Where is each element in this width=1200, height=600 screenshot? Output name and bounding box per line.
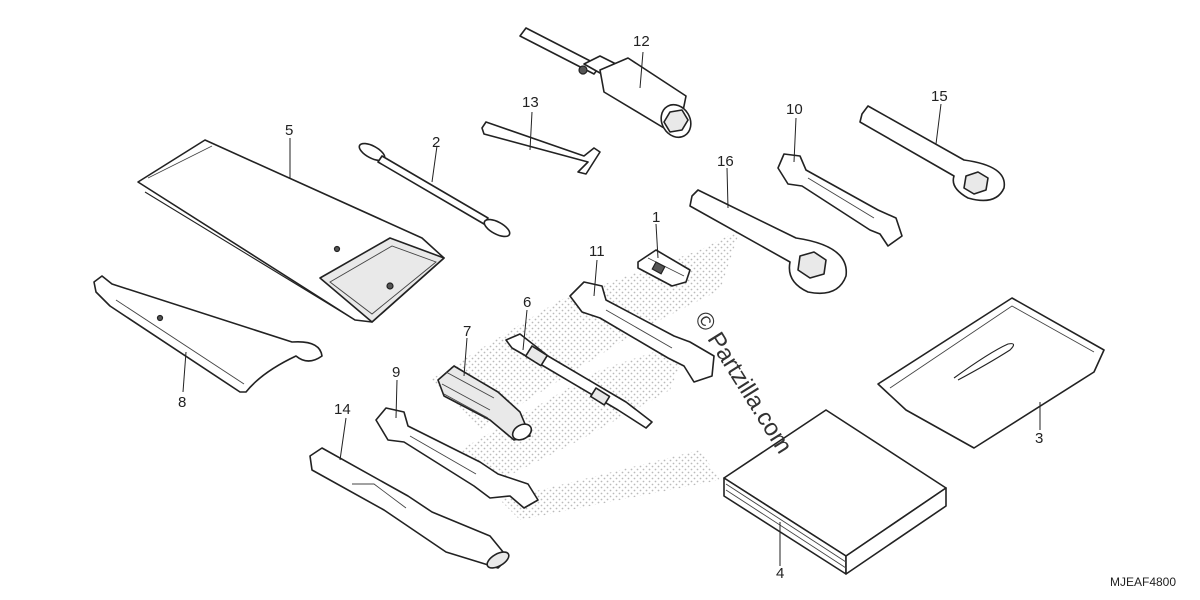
box-wrench-icon (859, 105, 1006, 202)
hex-key-icon (481, 121, 601, 175)
open-end-wrench-icon (375, 407, 539, 509)
callout-8: 8 (178, 394, 186, 411)
open-end-wrench-icon (569, 281, 715, 383)
callout-9: 9 (392, 364, 400, 381)
owners-manual-icon (723, 409, 947, 575)
callout-16: 16 (717, 153, 734, 170)
tool-case-icon (137, 139, 445, 323)
pin-spanner-icon (93, 275, 323, 393)
extension-bar-icon (309, 447, 510, 569)
diagram-code: MJEAF4800 (1110, 575, 1176, 589)
callout-13: 13 (522, 94, 539, 111)
box-wrench-icon (689, 189, 847, 295)
screwdriver-bit-icon (505, 333, 653, 429)
callout-1: 1 (652, 209, 660, 226)
tool-bag-icon (877, 297, 1105, 449)
callout-2: 2 (432, 134, 440, 151)
callout-6: 6 (523, 294, 531, 311)
fuse-clip-icon (637, 249, 691, 287)
spark-plug-wrench-icon (519, 27, 692, 139)
callout-7: 7 (463, 323, 471, 340)
screwdriver-grip-icon (437, 365, 533, 441)
callout-14: 14 (334, 401, 351, 418)
callout-3: 3 (1035, 430, 1043, 447)
callout-4: 4 (776, 565, 784, 582)
open-end-wrench-icon (777, 153, 903, 247)
callout-12: 12 (633, 33, 650, 50)
watermark-text: © Partzilla.com (689, 307, 798, 458)
leader-lines (182, 51, 1041, 566)
helmet-cable-icon (358, 142, 511, 238)
callout-15: 15 (931, 88, 948, 105)
callout-10: 10 (786, 101, 803, 118)
callout-11: 11 (589, 243, 605, 260)
callout-5: 5 (285, 122, 293, 139)
